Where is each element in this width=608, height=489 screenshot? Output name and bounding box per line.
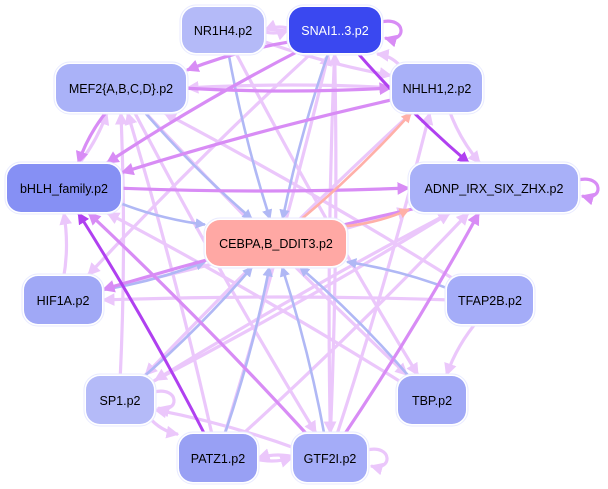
edge-tfap2b-to-cebpa — [345, 258, 453, 292]
node-box — [56, 64, 186, 112]
edge-mef2-to-gtf2i — [130, 107, 318, 435]
edge-patz1-to-cebpa — [222, 265, 273, 439]
edge-hif1a-to-bhlh — [59, 211, 73, 281]
node-label: GTF2I.p2 — [304, 452, 357, 466]
node-label: NHLH1,2.p2 — [403, 82, 472, 96]
edge-sp1-to-adnp — [148, 211, 451, 386]
node-gtf2i[interactable]: GTF2I.p2 — [290, 431, 370, 485]
node-nr1h4[interactable]: NR1H4.p2 — [179, 4, 267, 56]
edge-gtf2i-to-bhlh — [87, 211, 312, 440]
node-label: SP1.p2 — [99, 394, 140, 408]
edge-tfap2b-to-mef2 — [163, 111, 457, 282]
edge-gtf2i-to-adnp — [340, 211, 481, 439]
edge-nhlh-to-bhlh — [120, 97, 398, 176]
edge-gtf2i-to-nhlh — [334, 111, 434, 439]
node-cebpa[interactable]: CEBPA,B_DDIT3.p2 — [203, 217, 349, 269]
node-label: NR1H4.p2 — [194, 24, 252, 38]
node-sp1[interactable]: SP1.p2 — [83, 373, 157, 427]
node-tbp[interactable]: TBP.p2 — [395, 373, 469, 427]
edge-adnp-to-sp1 — [153, 206, 460, 382]
node-nhlh[interactable]: NHLH1,2.p2 — [389, 61, 485, 115]
node-tfap2b[interactable]: TFAP2B.p2 — [444, 273, 536, 327]
edge-tfap2b-to-hif1a — [101, 293, 453, 307]
edge-snai-to-cebpa — [279, 48, 331, 221]
edge-patz1-to-mef2 — [124, 111, 215, 439]
node-mef2[interactable]: MEF2{A,B,C,D}.p2 — [53, 61, 189, 115]
node-box — [7, 164, 121, 212]
node-adnp[interactable]: ADNP_IRX_SIX_ZHX.p2 — [407, 161, 581, 215]
edge-tbp-to-cebpa — [298, 266, 414, 381]
node-hif1a[interactable]: HIF1A.p2 — [21, 273, 105, 327]
edge-sp1-to-patz1 — [147, 416, 180, 439]
node-label: SNAI1..3.p2 — [301, 24, 368, 38]
node-label: TBP.p2 — [412, 394, 452, 408]
node-box — [398, 376, 466, 424]
edge-tfap2b-to-tbp — [444, 318, 480, 377]
edge-nr1h4-to-tbp — [232, 48, 420, 377]
edge-mef2-to-cebpa — [140, 107, 253, 220]
node-label: CEBPA,B_DDIT3.p2 — [219, 237, 333, 251]
edge-gtf2i-to-gtf2i — [366, 447, 389, 476]
edge-cebpa-to-nhlh — [294, 112, 412, 226]
edge-snai-to-snai — [380, 19, 403, 48]
node-label: HIF1A.p2 — [37, 294, 90, 308]
node-box — [289, 7, 381, 53]
node-label: bHLH_family.p2 — [20, 182, 108, 196]
edge-gtf2i-to-cebpa — [279, 266, 327, 439]
edge-snai-to-bhlh — [105, 47, 304, 165]
node-label: MEF2{A,B,C,D}.p2 — [69, 82, 173, 96]
node-box — [86, 376, 154, 424]
node-box — [447, 276, 533, 324]
edge-mef2-to-bhlh — [75, 106, 111, 165]
node-box — [24, 276, 102, 324]
node-snai[interactable]: SNAI1..3.p2 — [286, 4, 384, 56]
node-label: ADNP_IRX_SIX_ZHX.p2 — [425, 182, 564, 196]
edge-sp1-to-cebpa — [139, 266, 254, 381]
edge-tbp-to-bhlh — [106, 211, 404, 385]
node-box — [293, 434, 367, 482]
node-box — [206, 220, 346, 266]
node-box — [179, 434, 257, 482]
node-box — [392, 64, 482, 112]
edge-patz1-to-bhlh — [77, 211, 208, 439]
node-label: TFAP2B.p2 — [458, 294, 522, 308]
edge-nhlh-to-adnp — [446, 107, 482, 165]
node-label: PATZ1.p2 — [191, 452, 245, 466]
edge-sp1-to-sp1 — [153, 389, 176, 418]
node-bhlh[interactable]: bHLH_family.p2 — [4, 161, 124, 215]
edge-adnp-to-adnp — [577, 177, 600, 206]
edge-cebpa-to-adnp — [340, 208, 410, 228]
node-patz1[interactable]: PATZ1.p2 — [176, 431, 260, 485]
node-box — [182, 7, 264, 53]
edge-bhlh-to-adnp — [115, 182, 411, 195]
edge-snai-to-hif1a — [87, 47, 317, 277]
edge-bhlh-to-cebpa — [115, 200, 207, 229]
edge-nhlh-to-mef2 — [185, 80, 398, 94]
node-box — [410, 164, 578, 212]
edge-mef2-to-nhlh — [180, 82, 393, 96]
